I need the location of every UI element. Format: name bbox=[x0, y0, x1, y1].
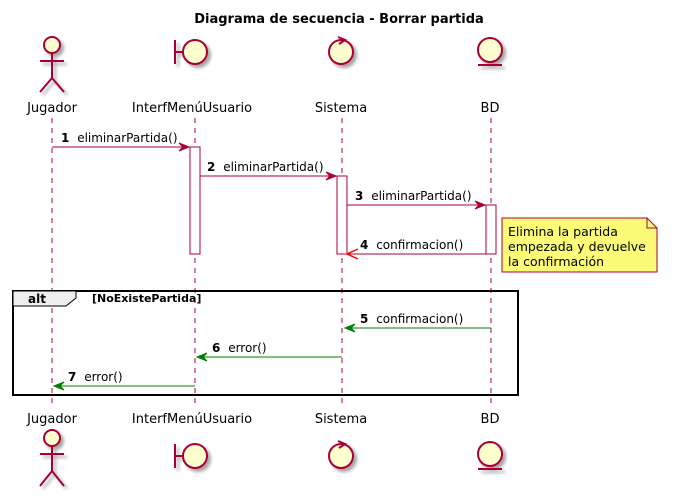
svg-text:2 eliminarPartida(): 2 eliminarPartida() bbox=[207, 160, 324, 174]
boundary-interfaz-top-icon bbox=[174, 39, 208, 65]
message-1: 1 eliminarPartida() bbox=[52, 131, 191, 152]
participant-label-sistema-bottom: Sistema bbox=[315, 412, 367, 427]
entity-bd-bottom-icon bbox=[477, 441, 503, 470]
message-6: 6 error() bbox=[195, 341, 342, 362]
message-7: 7 error() bbox=[52, 370, 195, 391]
message-2-number: 2 bbox=[207, 160, 215, 174]
message-1-number: 1 bbox=[61, 131, 69, 145]
svg-text:4 confirmacion(): 4 confirmacion() bbox=[360, 238, 463, 252]
note-line-2: empezada y devuelve bbox=[508, 239, 646, 254]
participant-label-interfaz-bottom: InterfMenúUsuario bbox=[132, 412, 252, 427]
control-sistema-bottom-icon bbox=[328, 440, 354, 469]
boundary-interfaz-bottom-icon bbox=[174, 443, 208, 469]
actor-jugador-top bbox=[39, 36, 65, 93]
svg-text:3 eliminarPartida(): 3 eliminarPartida() bbox=[355, 189, 472, 203]
actor-jugador-bottom bbox=[39, 429, 65, 487]
activation-sistema bbox=[336, 175, 348, 255]
message-3: 3 eliminarPartida() bbox=[347, 189, 487, 210]
participant-label-bd-top: BD bbox=[481, 101, 500, 116]
activation-bd bbox=[485, 204, 497, 255]
participant-label-interfaz-top: InterfMenúUsuario bbox=[132, 101, 252, 116]
activation-bars bbox=[189, 146, 497, 255]
message-7-number: 7 bbox=[68, 370, 76, 384]
note: Elimina la partida empezada y devuelve l… bbox=[501, 217, 658, 273]
note-line-3: la confirmación bbox=[508, 254, 604, 269]
diagram-title: Diagrama de secuencia - Borrar partida bbox=[194, 12, 484, 27]
message-5: 5 confirmacion() bbox=[343, 312, 491, 333]
svg-text:5 confirmacion(): 5 confirmacion() bbox=[360, 312, 463, 326]
activation-interfaz bbox=[189, 146, 201, 255]
svg-text:6 error(): 6 error() bbox=[212, 341, 267, 355]
message-2-label: eliminarPartida() bbox=[223, 160, 323, 174]
message-2: 2 eliminarPartida() bbox=[200, 160, 338, 181]
alt-frame: alt [NoExistePartida] bbox=[12, 290, 519, 396]
alt-keyword: alt bbox=[28, 292, 46, 306]
message-3-number: 3 bbox=[355, 189, 363, 203]
message-3-label: eliminarPartida() bbox=[371, 189, 471, 203]
message-6-label: error() bbox=[228, 341, 266, 355]
message-7-label: error() bbox=[84, 370, 122, 384]
participant-label-jugador-bottom: Jugador bbox=[26, 412, 77, 427]
lifelines bbox=[51, 118, 492, 405]
participant-label-bd-bottom: BD bbox=[481, 412, 500, 427]
message-4-label: confirmacion() bbox=[376, 238, 463, 252]
message-5-label: confirmacion() bbox=[376, 312, 463, 326]
svg-text:1 eliminarPartida(): 1 eliminarPartida() bbox=[61, 131, 178, 145]
alt-condition: [NoExistePartida] bbox=[92, 292, 201, 305]
message-5-number: 5 bbox=[360, 312, 368, 326]
message-4-number: 4 bbox=[360, 238, 368, 252]
entity-bd-top-icon bbox=[477, 37, 503, 66]
participant-label-sistema-top: Sistema bbox=[315, 101, 367, 116]
note-line-1: Elimina la partida bbox=[508, 224, 618, 239]
message-1-label: eliminarPartida() bbox=[77, 131, 177, 145]
message-4: 4 confirmacion() bbox=[345, 238, 486, 260]
message-6-number: 6 bbox=[212, 341, 220, 355]
svg-text:7 error(): 7 error() bbox=[68, 370, 123, 384]
participant-label-jugador-top: Jugador bbox=[26, 101, 77, 116]
control-sistema-top-icon bbox=[328, 36, 354, 65]
